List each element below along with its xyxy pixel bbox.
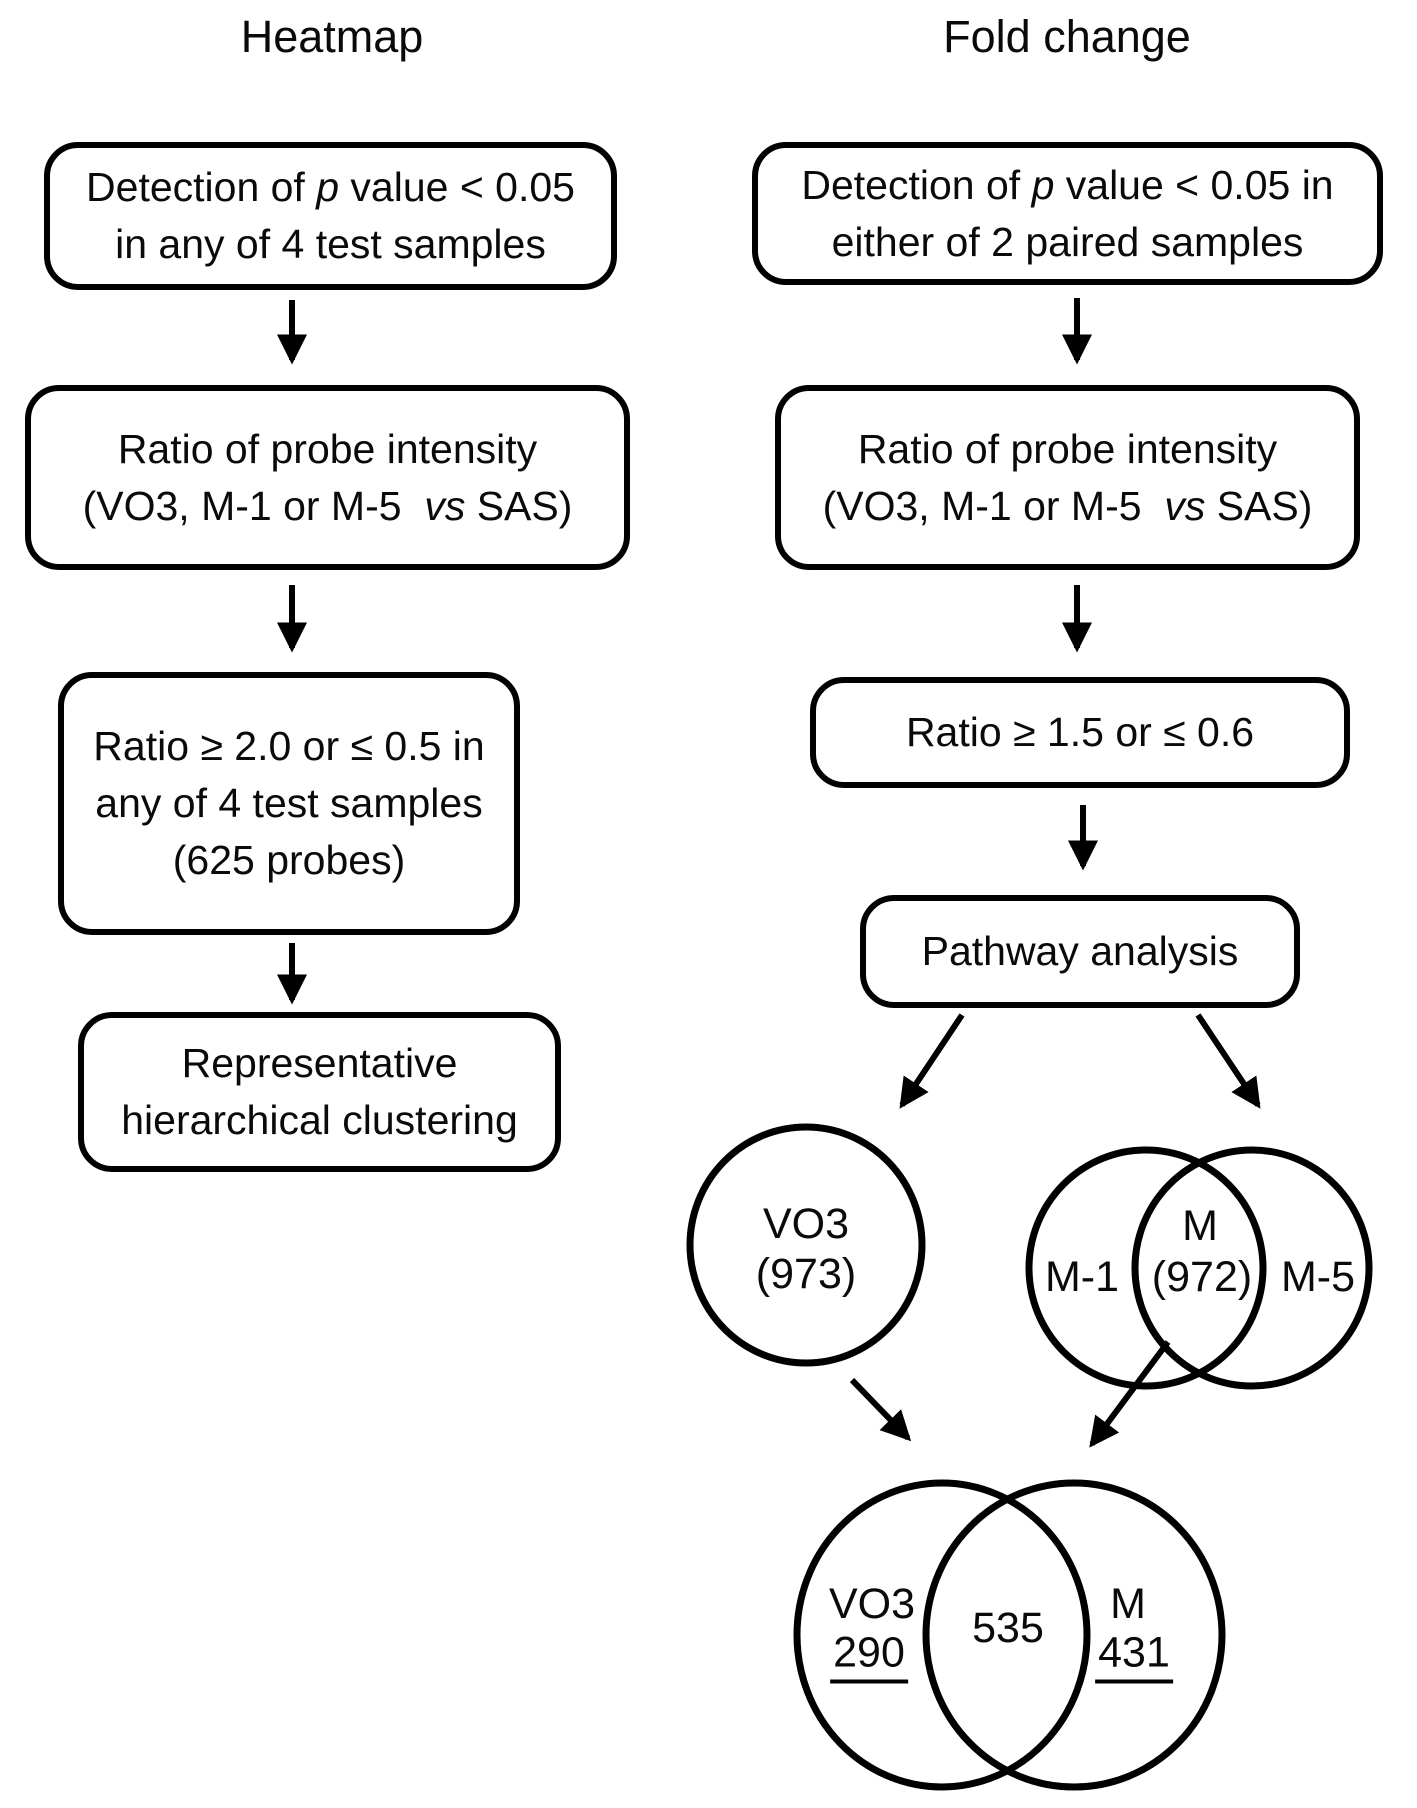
box-line: in any of 4 test samples (115, 221, 546, 267)
fold-change-column-title: Fold change (943, 11, 1191, 62)
box-line: Ratio ≥ 1.5 or ≤ 0.6 (905, 709, 1255, 755)
box-line: Ratio ≥ 2.0 or ≤ 0.5 in (93, 723, 485, 769)
box-line: (625 probes) (172, 837, 406, 883)
vo3-circle-label: VO3 (762, 1200, 850, 1248)
diagonal-arrow-icon (1089, 1340, 1171, 1448)
m-venn-center-label: M (1182, 1202, 1218, 1250)
box-pathway-analysis: Pathway analysis (860, 895, 1300, 1008)
box-line: Ratio of probe intensity (117, 425, 538, 472)
diagonal-arrow-icon (849, 1377, 912, 1442)
text-segment: value < 0.05 in (1054, 161, 1334, 208)
final-vo3-label: VO3 (828, 1580, 916, 1628)
box-ratio-probe-intensity-left: Ratio of probe intensity (VO3, M-1 or M-… (25, 385, 630, 570)
final-overlap-count: 535 (972, 1604, 1044, 1652)
diagonal-arrow-icon (899, 1013, 965, 1109)
m1-label: M-1 (1044, 1253, 1120, 1301)
text-segment: (VO3, M-1 or M-5 (82, 482, 425, 529)
box-hierarchical-clustering: Representative hierarchical clustering (78, 1012, 561, 1172)
box-line: (VO3, M-1 or M-5 vs SAS) (83, 478, 573, 535)
diagonal-arrow-icon (1195, 1013, 1261, 1109)
text-segment: SAS) (465, 482, 573, 529)
box-line: (VO3, M-1 or M-5 vs SAS) (823, 478, 1313, 535)
text-segment-italic: vs (424, 482, 466, 529)
box-line: any of 4 test samples (95, 780, 483, 826)
text-segment: value < 0.05 (339, 164, 575, 210)
text-segment-italic: p (316, 164, 340, 210)
vo3-circle-count: (973) (755, 1250, 857, 1298)
box-line: Representative (181, 1040, 458, 1086)
box-ratio-probe-intensity-right: Ratio of probe intensity (VO3, M-1 or M-… (775, 385, 1360, 570)
box-line: Pathway analysis (921, 928, 1239, 974)
box-line: hierarchical clustering (121, 1097, 518, 1143)
text-segment-italic: vs (1164, 482, 1206, 529)
box-ratio-threshold-2.0: Ratio ≥ 2.0 or ≤ 0.5 in any of 4 test sa… (58, 672, 520, 935)
final-right-circle (922, 1479, 1226, 1791)
text-segment: Detection of (801, 161, 1032, 208)
text-segment: SAS) (1205, 482, 1313, 529)
final-vo3-count: 290 (830, 1629, 908, 1684)
box-detection-2-paired: Detection of p value < 0.05 in either of… (752, 142, 1383, 285)
box-line: Detection of p value < 0.05 (86, 159, 575, 216)
text-segment-italic: p (1031, 161, 1055, 208)
box-ratio-threshold-1.5: Ratio ≥ 1.5 or ≤ 0.6 (810, 677, 1350, 788)
text-segment: (VO3, M-1 or M-5 (822, 482, 1165, 529)
box-line: Detection of p value < 0.05 in (801, 157, 1333, 214)
m5-label: M-5 (1280, 1253, 1356, 1301)
final-m-label: M (1110, 1580, 1146, 1628)
final-m-count: 431 (1095, 1629, 1173, 1684)
text-segment: Detection of (86, 164, 317, 210)
m-venn-count: (972) (1151, 1253, 1253, 1301)
box-line: Ratio of probe intensity (857, 425, 1278, 472)
box-detection-4-samples: Detection of p value < 0.05 in any of 4 … (44, 142, 617, 290)
box-line: either of 2 paired samples (831, 218, 1304, 265)
heatmap-column-title: Heatmap (240, 11, 424, 62)
